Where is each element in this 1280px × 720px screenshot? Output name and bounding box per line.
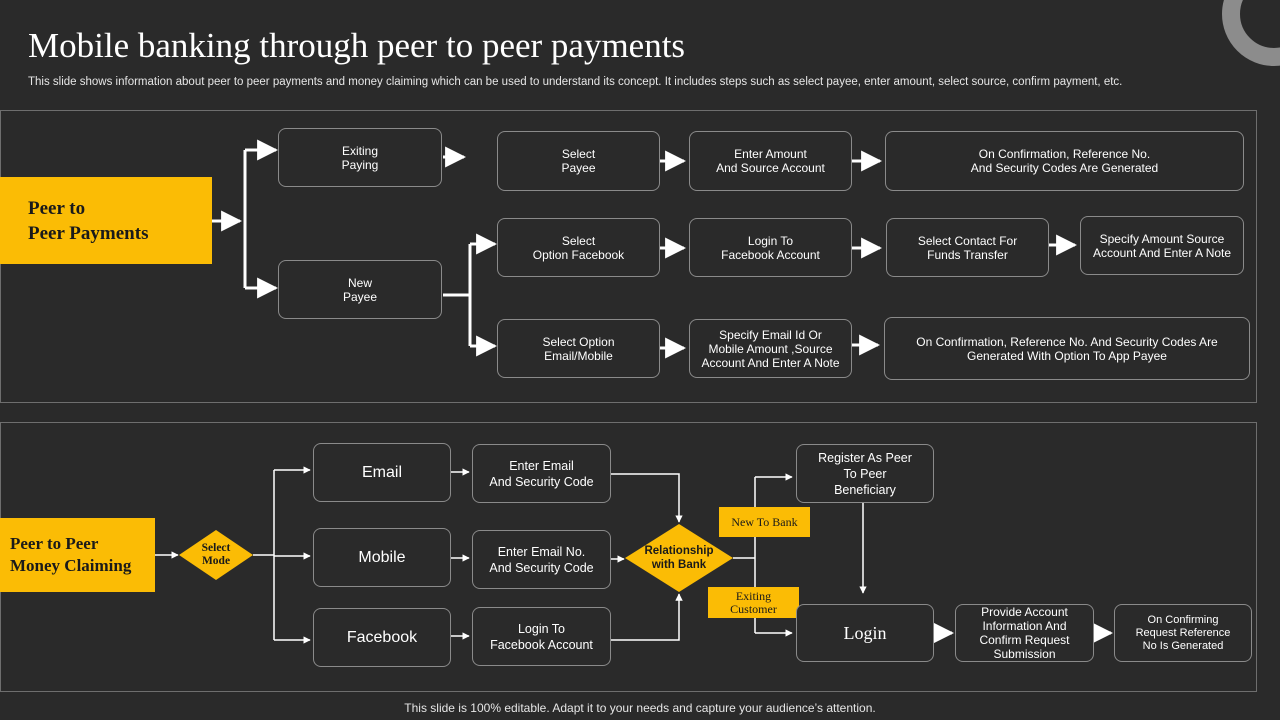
confirmation-box-1: On Confirmation, Reference No. And Secur… — [885, 131, 1244, 191]
exiting-paying-box: Exiting Paying — [278, 128, 442, 187]
page-title: Mobile banking through peer to peer paym… — [28, 26, 686, 65]
confirmation-box-2: On Confirmation, Reference No. And Secur… — [884, 317, 1250, 380]
select-mode-label: Select Mode — [201, 542, 231, 567]
select-mode-diamond — [179, 530, 253, 580]
footer-note: This slide is 100% editable. Adapt it to… — [404, 701, 876, 715]
new-to-bank-tag: New To Bank — [719, 507, 810, 537]
email-box: Email — [313, 443, 451, 502]
mobile-box: Mobile — [313, 528, 451, 587]
connector-code-to-relationship — [611, 473, 683, 523]
enter-amount-box: Enter Amount And Source Account — [689, 131, 852, 191]
login-box: Login — [796, 604, 934, 662]
login-facebook-account-box: Login To Facebook Account — [472, 607, 611, 666]
exiting-customer-tag: Exiting Customer — [708, 587, 799, 618]
select-facebook-box: Select Option Facebook — [497, 218, 660, 277]
new-payee-box: New Payee — [278, 260, 442, 319]
enter-email-no-security-box: Enter Email No. And Security Code — [472, 530, 611, 589]
connector-fb-login-to-relationship — [611, 593, 683, 641]
relationship-label: Relationship with Bank — [644, 545, 714, 571]
select-email-box: Select Option Email/Mobile — [497, 319, 660, 378]
specify-amount-box: Specify Amount Source Account And Enter … — [1080, 216, 1244, 275]
peer-payments-label: Peer to Peer Payments — [0, 177, 212, 264]
facebook-box: Facebook — [313, 608, 451, 667]
relationship-diamond — [625, 524, 733, 592]
money-claiming-label: Peer to Peer Money Claiming — [0, 518, 155, 592]
enter-email-security-box: Enter Email And Security Code — [472, 444, 611, 503]
register-beneficiary-box: Register As Peer To Peer Beneficiary — [796, 444, 934, 503]
select-payee-box: Select Payee — [497, 131, 660, 191]
select-contact-box: Select Contact For Funds Transfer — [886, 218, 1049, 277]
login-facebook-box: Login To Facebook Account — [689, 218, 852, 277]
specify-email-box: Specify Email Id Or Mobile Amount ,Sourc… — [689, 319, 852, 378]
confirming-request-box: On Confirming Request Reference No Is Ge… — [1114, 604, 1252, 662]
page-subtitle: This slide shows information about peer … — [28, 76, 1123, 88]
provide-account-box: Provide Account Information And Confirm … — [955, 604, 1094, 662]
